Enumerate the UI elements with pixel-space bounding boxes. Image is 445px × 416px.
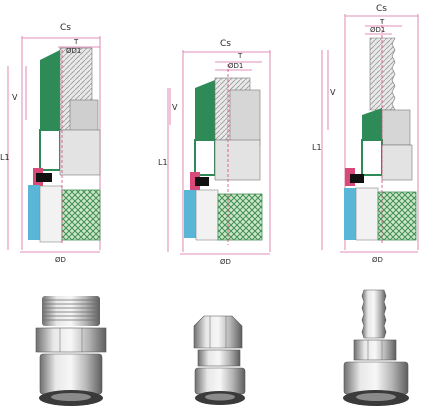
body-section [344, 20, 417, 245]
label-cs: Cs [60, 23, 71, 33]
photo-female-thread-coupler [193, 315, 246, 405]
label-v: V [172, 103, 178, 112]
hex-nut [35, 327, 107, 353]
diagram-male-thread: Cs T ØD1 V L1 ØD [0, 23, 101, 264]
label-v: V [330, 88, 336, 97]
hose-barb [361, 289, 387, 339]
label-l1: L1 [312, 143, 322, 152]
diagram-female-thread: Cs T ØD1 V L1 ØD [158, 39, 271, 266]
label-od: ØD [372, 256, 383, 264]
label-d1: ØD1 [66, 47, 81, 55]
body-section [184, 64, 263, 245]
photo-hose-barb-coupler [343, 289, 409, 406]
label-l1: L1 [0, 153, 10, 162]
photo-male-thread-coupler [35, 296, 107, 406]
label-t: T [73, 38, 79, 46]
sleeve [194, 367, 246, 395]
label-cs: Cs [220, 39, 231, 49]
sleeve [343, 361, 409, 395]
hex-nut [353, 339, 397, 361]
dimension-lines [167, 50, 271, 255]
body-section [28, 47, 101, 245]
label-d1: ØD1 [370, 26, 385, 34]
thread-lines [42, 299, 100, 321]
label-v: V [12, 93, 18, 102]
label-l1: L1 [158, 158, 168, 167]
label-od: ØD [220, 258, 231, 266]
label-cs: Cs [376, 4, 387, 14]
hex-nut [193, 315, 243, 349]
label-od: ØD [55, 256, 66, 264]
sleeve [39, 353, 103, 395]
diagram-hose-barb: Cs T ØD1 V L1 ØD [312, 4, 419, 264]
label-t: T [237, 52, 243, 60]
thread-section [42, 296, 100, 326]
label-t: T [379, 18, 385, 26]
label-d1: ØD1 [228, 62, 243, 70]
